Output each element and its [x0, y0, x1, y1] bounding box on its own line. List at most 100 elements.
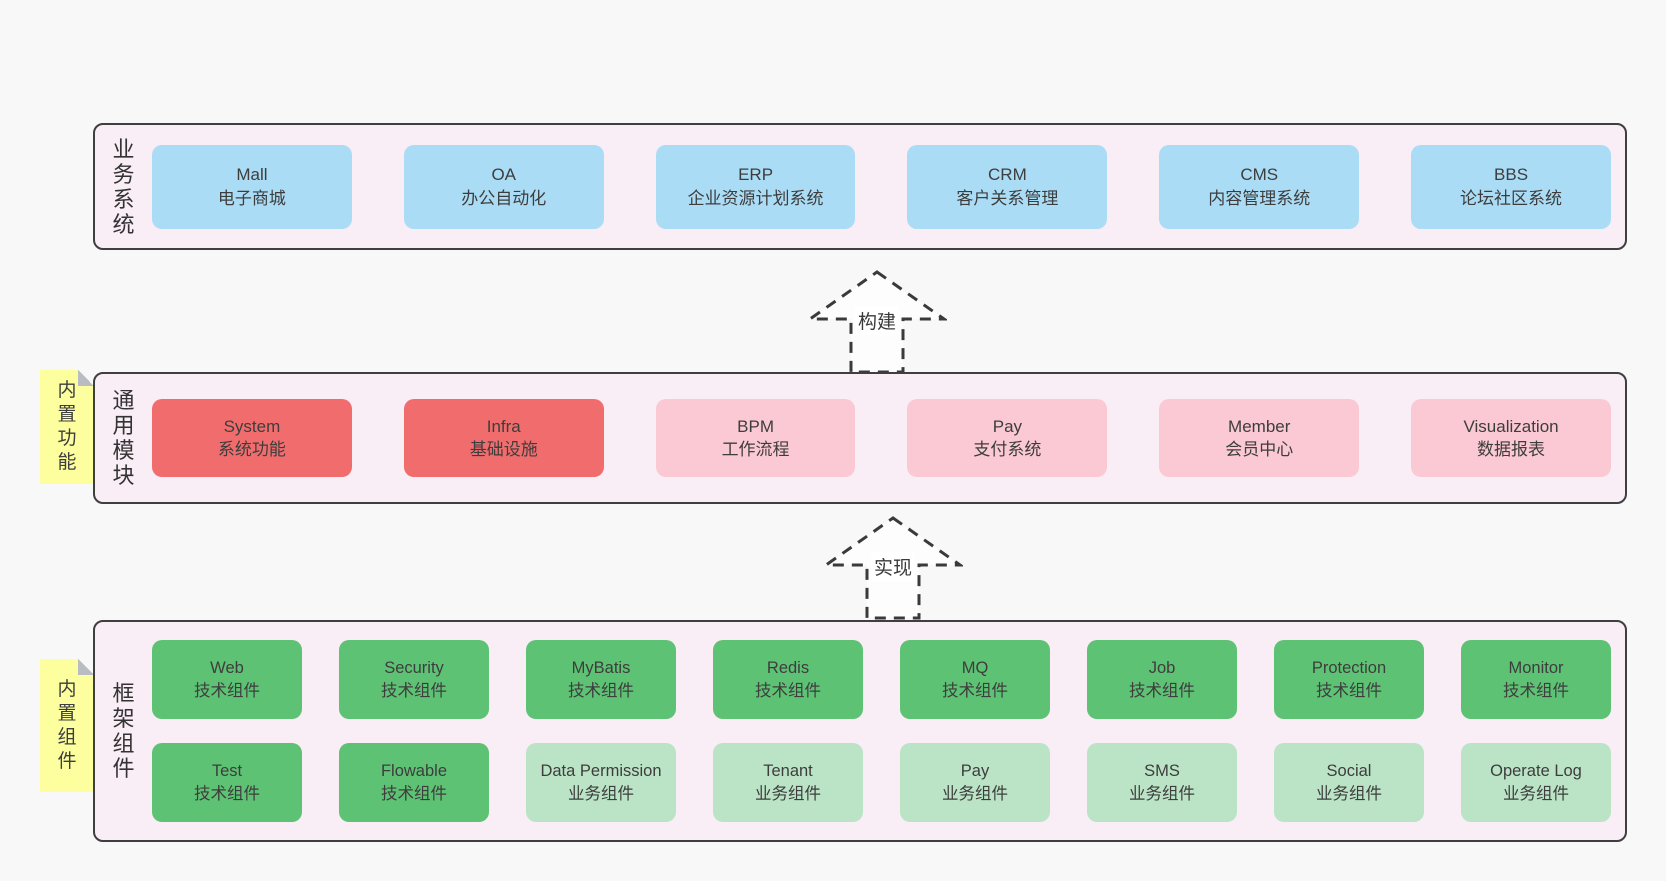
node-title: Infra [486, 416, 521, 436]
node-title: Test [211, 761, 243, 780]
node-subtitle: 客户关系管理 [956, 188, 1059, 208]
node-erp: ERP 企业资源计划系统 [655, 144, 856, 229]
node-subtitle: 系统功能 [217, 440, 286, 459]
node-subtitle: 业务组件 [755, 784, 821, 803]
node-mq: MQ 技术组件 [900, 640, 1050, 719]
node-title: OA [491, 165, 517, 185]
node-infra: Infra 基础设施 [403, 399, 604, 477]
node-data-permission: Data Permission 业务组件 [526, 743, 676, 822]
node-operate-log: Operate Log 业务组件 [1461, 743, 1611, 822]
node-subtitle: 企业资源计划系统 [687, 188, 824, 208]
node-title: BPM [737, 416, 774, 436]
node-subtitle: 基础设施 [469, 440, 538, 459]
node-subtitle: 支付系统 [973, 440, 1042, 459]
folded-corner [78, 659, 94, 675]
node-title: Flowable [380, 761, 448, 780]
node-social: Social 业务组件 [1274, 743, 1424, 822]
node-subtitle: 技术组件 [755, 681, 821, 700]
layer-label-components: 框架组件 [95, 681, 152, 781]
node-title: Pay [960, 761, 990, 780]
node-title: Data Permission [540, 761, 662, 780]
node-title: MQ [961, 658, 989, 677]
node-sms: SMS 业务组件 [1087, 743, 1237, 822]
node-subtitle: 业务组件 [568, 784, 634, 803]
node-subtitle: 业务组件 [1129, 784, 1195, 803]
node-pay-module: Pay 支付系统 [907, 399, 1108, 477]
node-title: Pay [992, 416, 1023, 436]
node-subtitle: 技术组件 [381, 784, 447, 803]
node-test: Test 技术组件 [152, 743, 302, 822]
node-visualization: Visualization 数据报表 [1411, 399, 1611, 477]
node-subtitle: 技术组件 [1503, 681, 1569, 700]
node-subtitle: 技术组件 [194, 784, 260, 803]
node-title: Operate Log [1490, 761, 1582, 780]
components-row-1: Web 技术组件 Security 技术组件 MyBatis 技术组件 Redi… [152, 640, 1611, 719]
node-mybatis: MyBatis 技术组件 [526, 640, 676, 719]
node-subtitle: 电子商城 [217, 188, 286, 208]
node-title: CMS [1240, 165, 1279, 185]
node-bbs: BBS 论坛社区系统 [1411, 144, 1611, 229]
node-subtitle: 业务组件 [1503, 784, 1569, 803]
node-subtitle: 业务组件 [942, 784, 1008, 803]
node-monitor: Monitor 技术组件 [1461, 640, 1611, 719]
node-crm: CRM 客户关系管理 [907, 144, 1108, 229]
node-redis: Redis 技术组件 [713, 640, 863, 719]
node-title: Mall [236, 165, 268, 185]
node-system: System 系统功能 [152, 399, 352, 477]
note-text: 内置功能 [57, 380, 77, 473]
note-text: 内置组件 [57, 678, 77, 772]
node-title: SMS [1144, 761, 1180, 780]
business-systems-row: Mall 电子商城 OA 办公自动化 ERP 企业资源计划系统 CRM 客户关系… [152, 144, 1625, 229]
node-subtitle: 技术组件 [194, 681, 260, 700]
node-title: CRM [988, 165, 1027, 185]
arrow-label: 构建 [854, 306, 900, 335]
node-subtitle: 技术组件 [568, 681, 634, 700]
node-title: Monitor [1508, 658, 1564, 677]
node-pay-component: Pay 业务组件 [900, 743, 1050, 822]
layer-label-business: 业务系统 [95, 137, 152, 237]
node-title: Security [384, 658, 444, 677]
layer-label-text: 通用模块 [112, 388, 135, 488]
sticky-note-built-in-features: 内置功能 [40, 370, 94, 484]
node-title: Visualization [1463, 416, 1559, 436]
node-title: Member [1228, 416, 1291, 436]
node-title: MyBatis [571, 658, 631, 677]
node-title: Social [1326, 761, 1372, 780]
node-subtitle: 技术组件 [1316, 681, 1382, 700]
framework-components-grid: Web 技术组件 Security 技术组件 MyBatis 技术组件 Redi… [152, 640, 1625, 822]
layer-label-text: 框架组件 [112, 681, 135, 781]
node-tenant: Tenant 业务组件 [713, 743, 863, 822]
node-cms: CMS 内容管理系统 [1159, 144, 1360, 229]
node-subtitle: 技术组件 [1129, 681, 1195, 700]
node-oa: OA 办公自动化 [403, 144, 604, 229]
layer-label-modules: 通用模块 [95, 388, 152, 488]
node-title: Redis [766, 658, 810, 677]
node-subtitle: 业务组件 [1316, 784, 1382, 803]
node-subtitle: 办公自动化 [461, 188, 547, 208]
arrow-label: 实现 [870, 552, 916, 581]
common-modules-row: System 系统功能 Infra 基础设施 BPM 工作流程 Pay 支付系统… [152, 399, 1625, 477]
node-security: Security 技术组件 [339, 640, 489, 719]
node-subtitle: 内容管理系统 [1208, 188, 1311, 208]
framework-components-layer: 框架组件 Web 技术组件 Security 技术组件 MyBatis 技术组件… [93, 620, 1627, 842]
common-modules-layer: 通用模块 System 系统功能 Infra 基础设施 BPM 工作流程 Pay… [93, 372, 1627, 504]
node-title: BBS [1494, 165, 1529, 185]
business-systems-layer: 业务系统 Mall 电子商城 OA 办公自动化 ERP 企业资源计划系统 CRM… [93, 123, 1627, 250]
node-title: Web [210, 658, 244, 677]
node-subtitle: 工作流程 [721, 440, 790, 459]
node-subtitle: 论坛社区系统 [1460, 188, 1563, 208]
node-title: Tenant [763, 761, 813, 780]
folded-corner [78, 370, 94, 386]
node-title: ERP [738, 165, 774, 185]
node-title: Job [1148, 658, 1176, 677]
node-subtitle: 技术组件 [381, 681, 447, 700]
node-subtitle: 技术组件 [942, 681, 1008, 700]
node-subtitle: 数据报表 [1477, 440, 1546, 459]
implement-arrow: 实现 [823, 516, 963, 620]
layer-label-text: 业务系统 [112, 136, 135, 237]
node-job: Job 技术组件 [1087, 640, 1237, 719]
node-subtitle: 会员中心 [1225, 440, 1294, 459]
node-protection: Protection 技术组件 [1274, 640, 1424, 719]
components-row-2: Test 技术组件 Flowable 技术组件 Data Permission … [152, 743, 1611, 822]
sticky-note-built-in-components: 内置组件 [40, 659, 94, 792]
